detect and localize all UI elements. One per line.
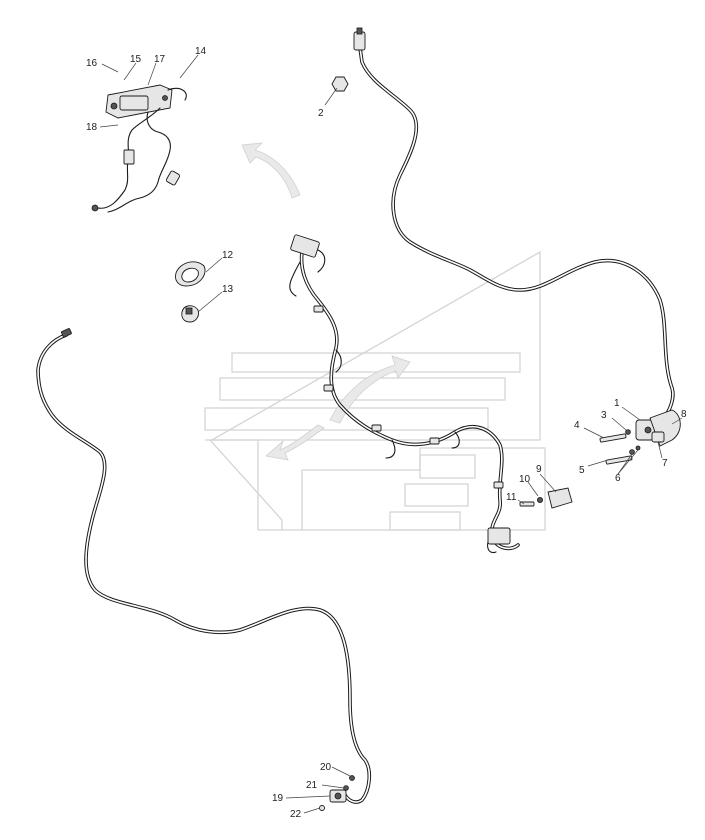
leader-lines bbox=[99, 54, 683, 814]
connector-7 bbox=[651, 431, 665, 443]
callout-1: 1 bbox=[614, 398, 620, 409]
grommet-12 bbox=[175, 261, 206, 287]
watermark-arrow-left-icon bbox=[265, 424, 325, 461]
washer-6 bbox=[629, 449, 635, 455]
washer-3 bbox=[625, 429, 631, 435]
callout-9: 9 bbox=[536, 464, 542, 475]
harness-clip bbox=[323, 384, 334, 392]
module-assembly bbox=[91, 84, 187, 213]
pigtail-end bbox=[91, 204, 99, 212]
callout-22: 22 bbox=[290, 809, 302, 820]
callout-10: 10 bbox=[519, 474, 531, 485]
callout-20: 20 bbox=[320, 762, 332, 773]
fixing-kit-middle bbox=[519, 487, 573, 509]
washer-21 bbox=[343, 785, 349, 791]
center-connector-block bbox=[290, 234, 320, 258]
inline-connector bbox=[123, 149, 135, 165]
callout-14: 14 bbox=[195, 46, 207, 57]
harness-clip bbox=[493, 481, 504, 489]
callout-3: 3 bbox=[601, 410, 607, 421]
callout-labels: 1 2 3 4 5 6 7 8 9 10 11 12 13 14 15 16 1… bbox=[86, 46, 687, 820]
callout-15: 15 bbox=[130, 54, 142, 65]
pigtail-connector bbox=[165, 170, 181, 186]
callout-16: 16 bbox=[86, 58, 98, 69]
callout-6: 6 bbox=[615, 473, 621, 484]
callout-8: 8 bbox=[681, 409, 687, 420]
callout-4: 4 bbox=[574, 420, 580, 431]
plate-9 bbox=[547, 487, 573, 509]
nut-2 bbox=[331, 76, 349, 92]
callout-17: 17 bbox=[154, 54, 166, 65]
callout-13: 13 bbox=[222, 284, 234, 295]
screw-22 bbox=[319, 805, 325, 811]
callout-7: 7 bbox=[662, 458, 668, 469]
watermark-arrow-up-icon bbox=[241, 142, 301, 199]
harness-right-run bbox=[353, 27, 675, 420]
callout-19: 19 bbox=[272, 793, 284, 804]
harness-clip bbox=[313, 305, 324, 313]
harness-clip bbox=[429, 437, 440, 445]
callout-21: 21 bbox=[306, 780, 318, 791]
left-connector bbox=[61, 328, 72, 338]
lower-connector-block bbox=[487, 527, 511, 545]
module-box bbox=[119, 95, 149, 111]
clip-20 bbox=[349, 775, 355, 781]
bottom-assembly bbox=[319, 775, 355, 811]
callout-18: 18 bbox=[86, 122, 98, 133]
top-connector bbox=[353, 31, 366, 51]
harness-center bbox=[289, 234, 520, 554]
bolt-11 bbox=[519, 501, 535, 507]
bolt-4 bbox=[599, 433, 627, 443]
callout-12: 12 bbox=[222, 250, 234, 261]
callout-5: 5 bbox=[579, 465, 585, 476]
harness-clip bbox=[371, 424, 382, 432]
watermark-logo bbox=[204, 142, 546, 531]
fixing-kit-right bbox=[599, 409, 681, 465]
watermark-arrow-right-icon bbox=[329, 355, 411, 424]
nut-10 bbox=[537, 496, 544, 503]
callout-11: 11 bbox=[506, 492, 517, 503]
callout-2: 2 bbox=[318, 108, 324, 119]
harness-bottom-run bbox=[36, 328, 372, 804]
